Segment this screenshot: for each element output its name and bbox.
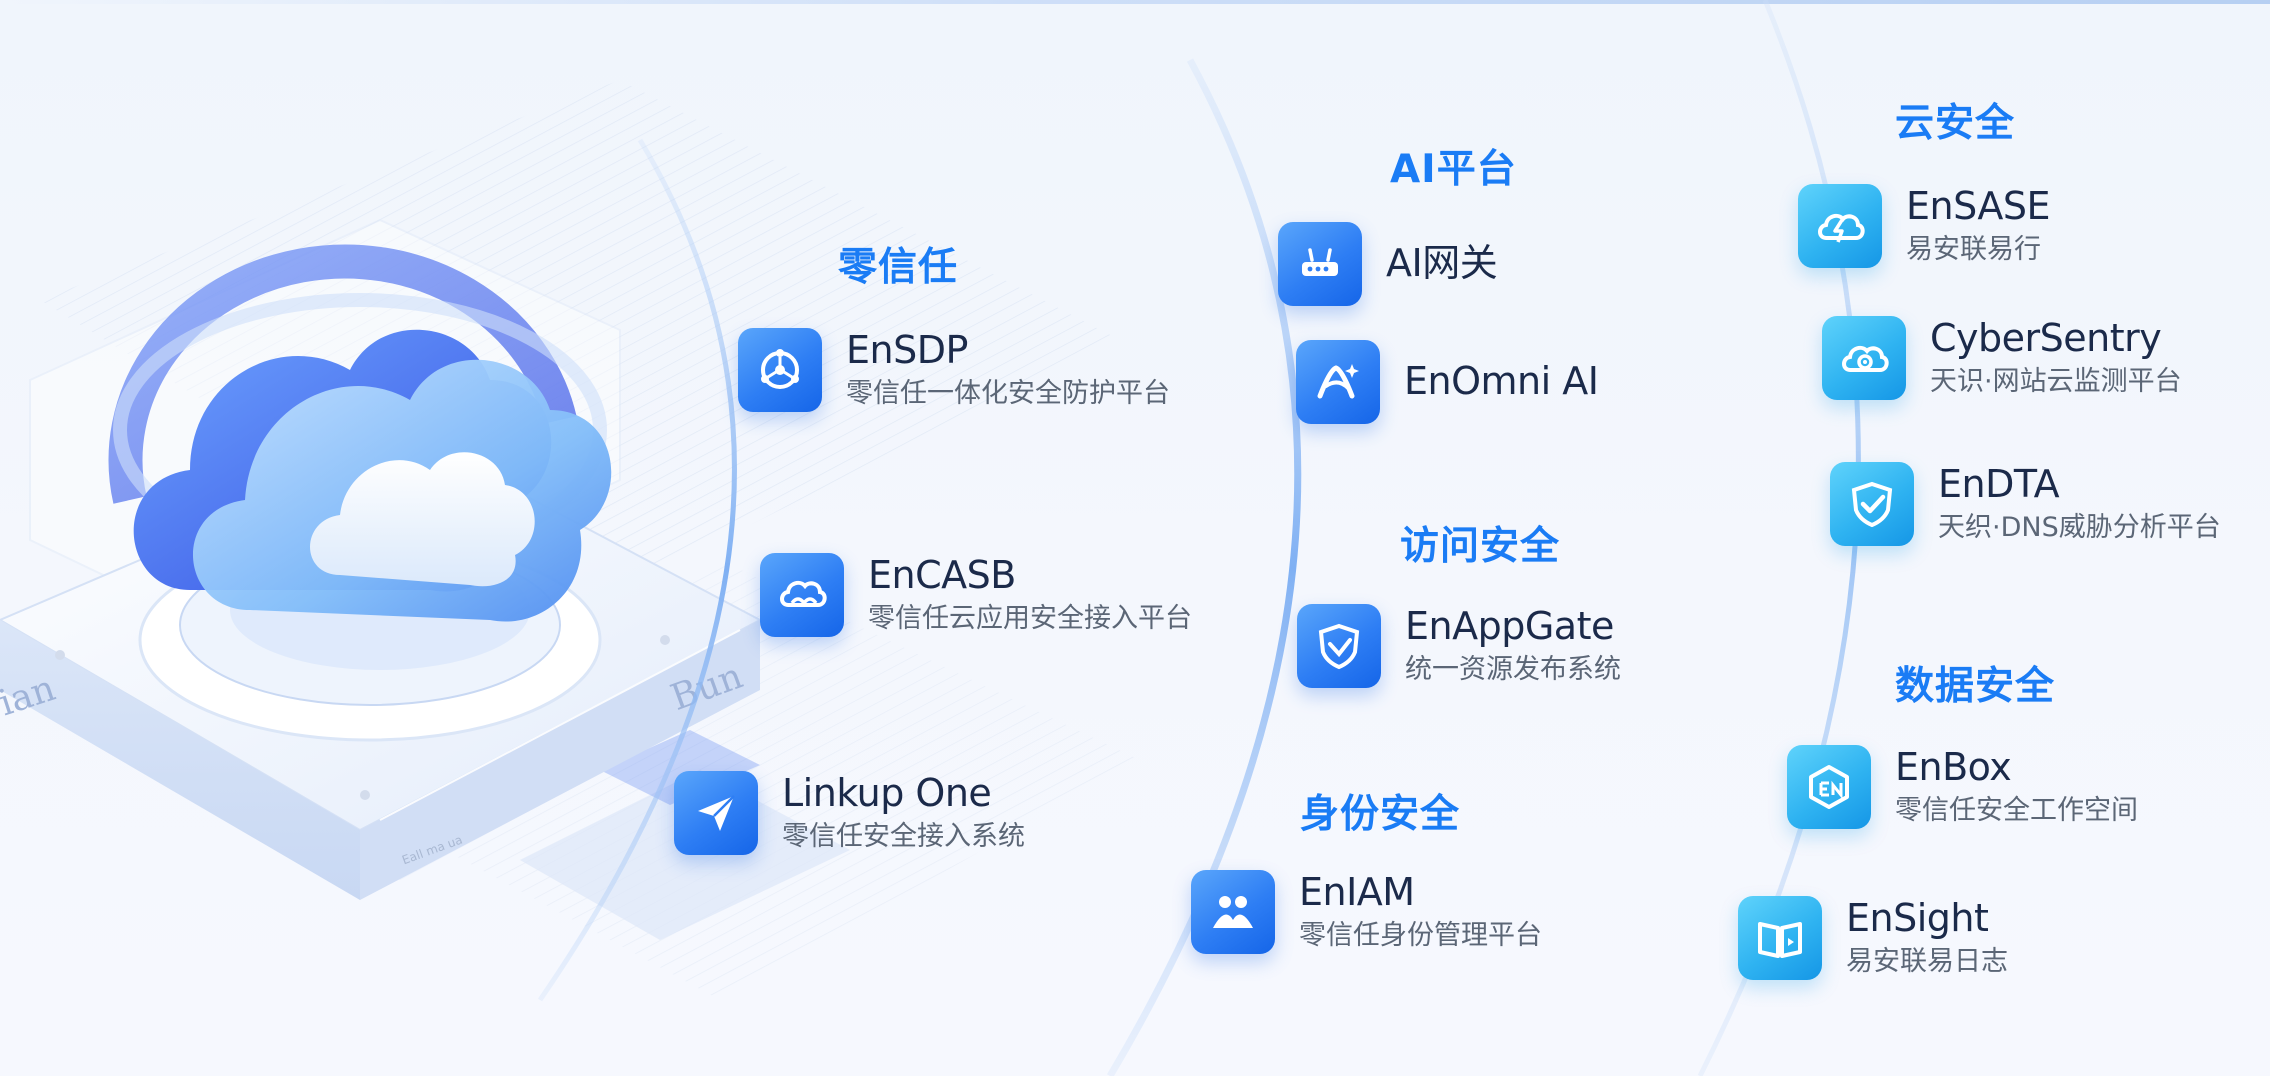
shield-network-icon[interactable] <box>738 328 822 412</box>
top-accent-line <box>0 0 2270 4</box>
product-eniam[interactable]: EnIAM 零信任身份管理平台 <box>1191 870 1542 954</box>
product-name: EnAppGate <box>1405 603 1614 648</box>
users-icon[interactable] <box>1191 870 1275 954</box>
gate-shield-icon[interactable] <box>1297 604 1381 688</box>
product-cybersentry[interactable]: CyberSentry 天识·网站云监测平台 <box>1822 316 2182 400</box>
product-name: EnSDP <box>846 327 968 372</box>
product-enomni-ai[interactable]: EnOmni AI <box>1296 340 1599 424</box>
cloud-eye-icon[interactable] <box>1822 316 1906 400</box>
product-desc: 天织·DNS威胁分析平台 <box>1938 512 2221 544</box>
zero-trust-heading: 零信任 <box>838 245 959 290</box>
product-desc: 易安联易行 <box>1906 234 2041 266</box>
router-icon[interactable] <box>1278 222 1362 306</box>
product-name: Linkup One <box>782 770 992 815</box>
product-name: EnCASB <box>868 552 1016 597</box>
access-security-heading: 访问安全 <box>1400 524 1561 569</box>
product-ensase[interactable]: EnSASE 易安联易行 <box>1798 183 2051 268</box>
product-endta[interactable]: EnDTA 天织·DNS威胁分析平台 <box>1830 462 2221 546</box>
cloud-bolt-icon[interactable] <box>1798 184 1882 268</box>
product-name: AI网关 <box>1386 241 1498 286</box>
product-ensight[interactable]: EnSight 易安联易日志 <box>1738 896 2008 980</box>
product-desc: 天识·网站云监测平台 <box>1930 366 2182 398</box>
identity-security-heading: 身份安全 <box>1300 792 1461 837</box>
box-icon[interactable] <box>1787 745 1871 829</box>
product-name: EnBox <box>1895 744 2012 789</box>
book-icon[interactable] <box>1738 896 1822 980</box>
product-name: EnIAM <box>1299 869 1415 914</box>
product-desc: 零信任身份管理平台 <box>1299 920 1542 952</box>
product-name: EnOmni AI <box>1404 359 1599 404</box>
cloud-security-heading: 云安全 <box>1895 101 2016 146</box>
product-desc: 零信任安全接入系统 <box>782 821 1025 853</box>
shield-check-icon[interactable] <box>1830 462 1914 546</box>
product-ensdp[interactable]: EnSDP 零信任一体化安全防护平台 <box>738 328 1170 412</box>
product-ai-gateway[interactable]: AI网关 <box>1278 222 1498 306</box>
product-name: EnSASE <box>1906 183 2051 228</box>
cloud-link-icon[interactable] <box>760 553 844 637</box>
product-desc: 统一资源发布系统 <box>1405 654 1621 686</box>
product-enbox[interactable]: EnBox 零信任安全工作空间 <box>1787 745 2138 829</box>
product-desc: 零信任一体化安全防护平台 <box>846 378 1170 410</box>
paper-plane-icon[interactable] <box>674 771 758 855</box>
data-security-heading: 数据安全 <box>1895 664 2056 709</box>
product-desc: 零信任安全工作空间 <box>1895 795 2138 827</box>
product-encasb[interactable]: EnCASB 零信任云应用安全接入平台 <box>760 553 1192 637</box>
product-linkup-one[interactable]: Linkup One 零信任安全接入系统 <box>674 771 1025 855</box>
ai-sparkle-icon[interactable] <box>1296 340 1380 424</box>
product-name: EnSight <box>1846 895 1989 940</box>
product-desc: 零信任云应用安全接入平台 <box>868 603 1192 635</box>
product-name: EnDTA <box>1938 461 2060 506</box>
product-desc: 易安联易日志 <box>1846 946 2008 978</box>
product-name: CyberSentry <box>1930 315 2162 360</box>
ai-platform-heading: AI平台 <box>1390 147 1517 192</box>
product-enappgate[interactable]: EnAppGate 统一资源发布系统 <box>1297 604 1621 688</box>
